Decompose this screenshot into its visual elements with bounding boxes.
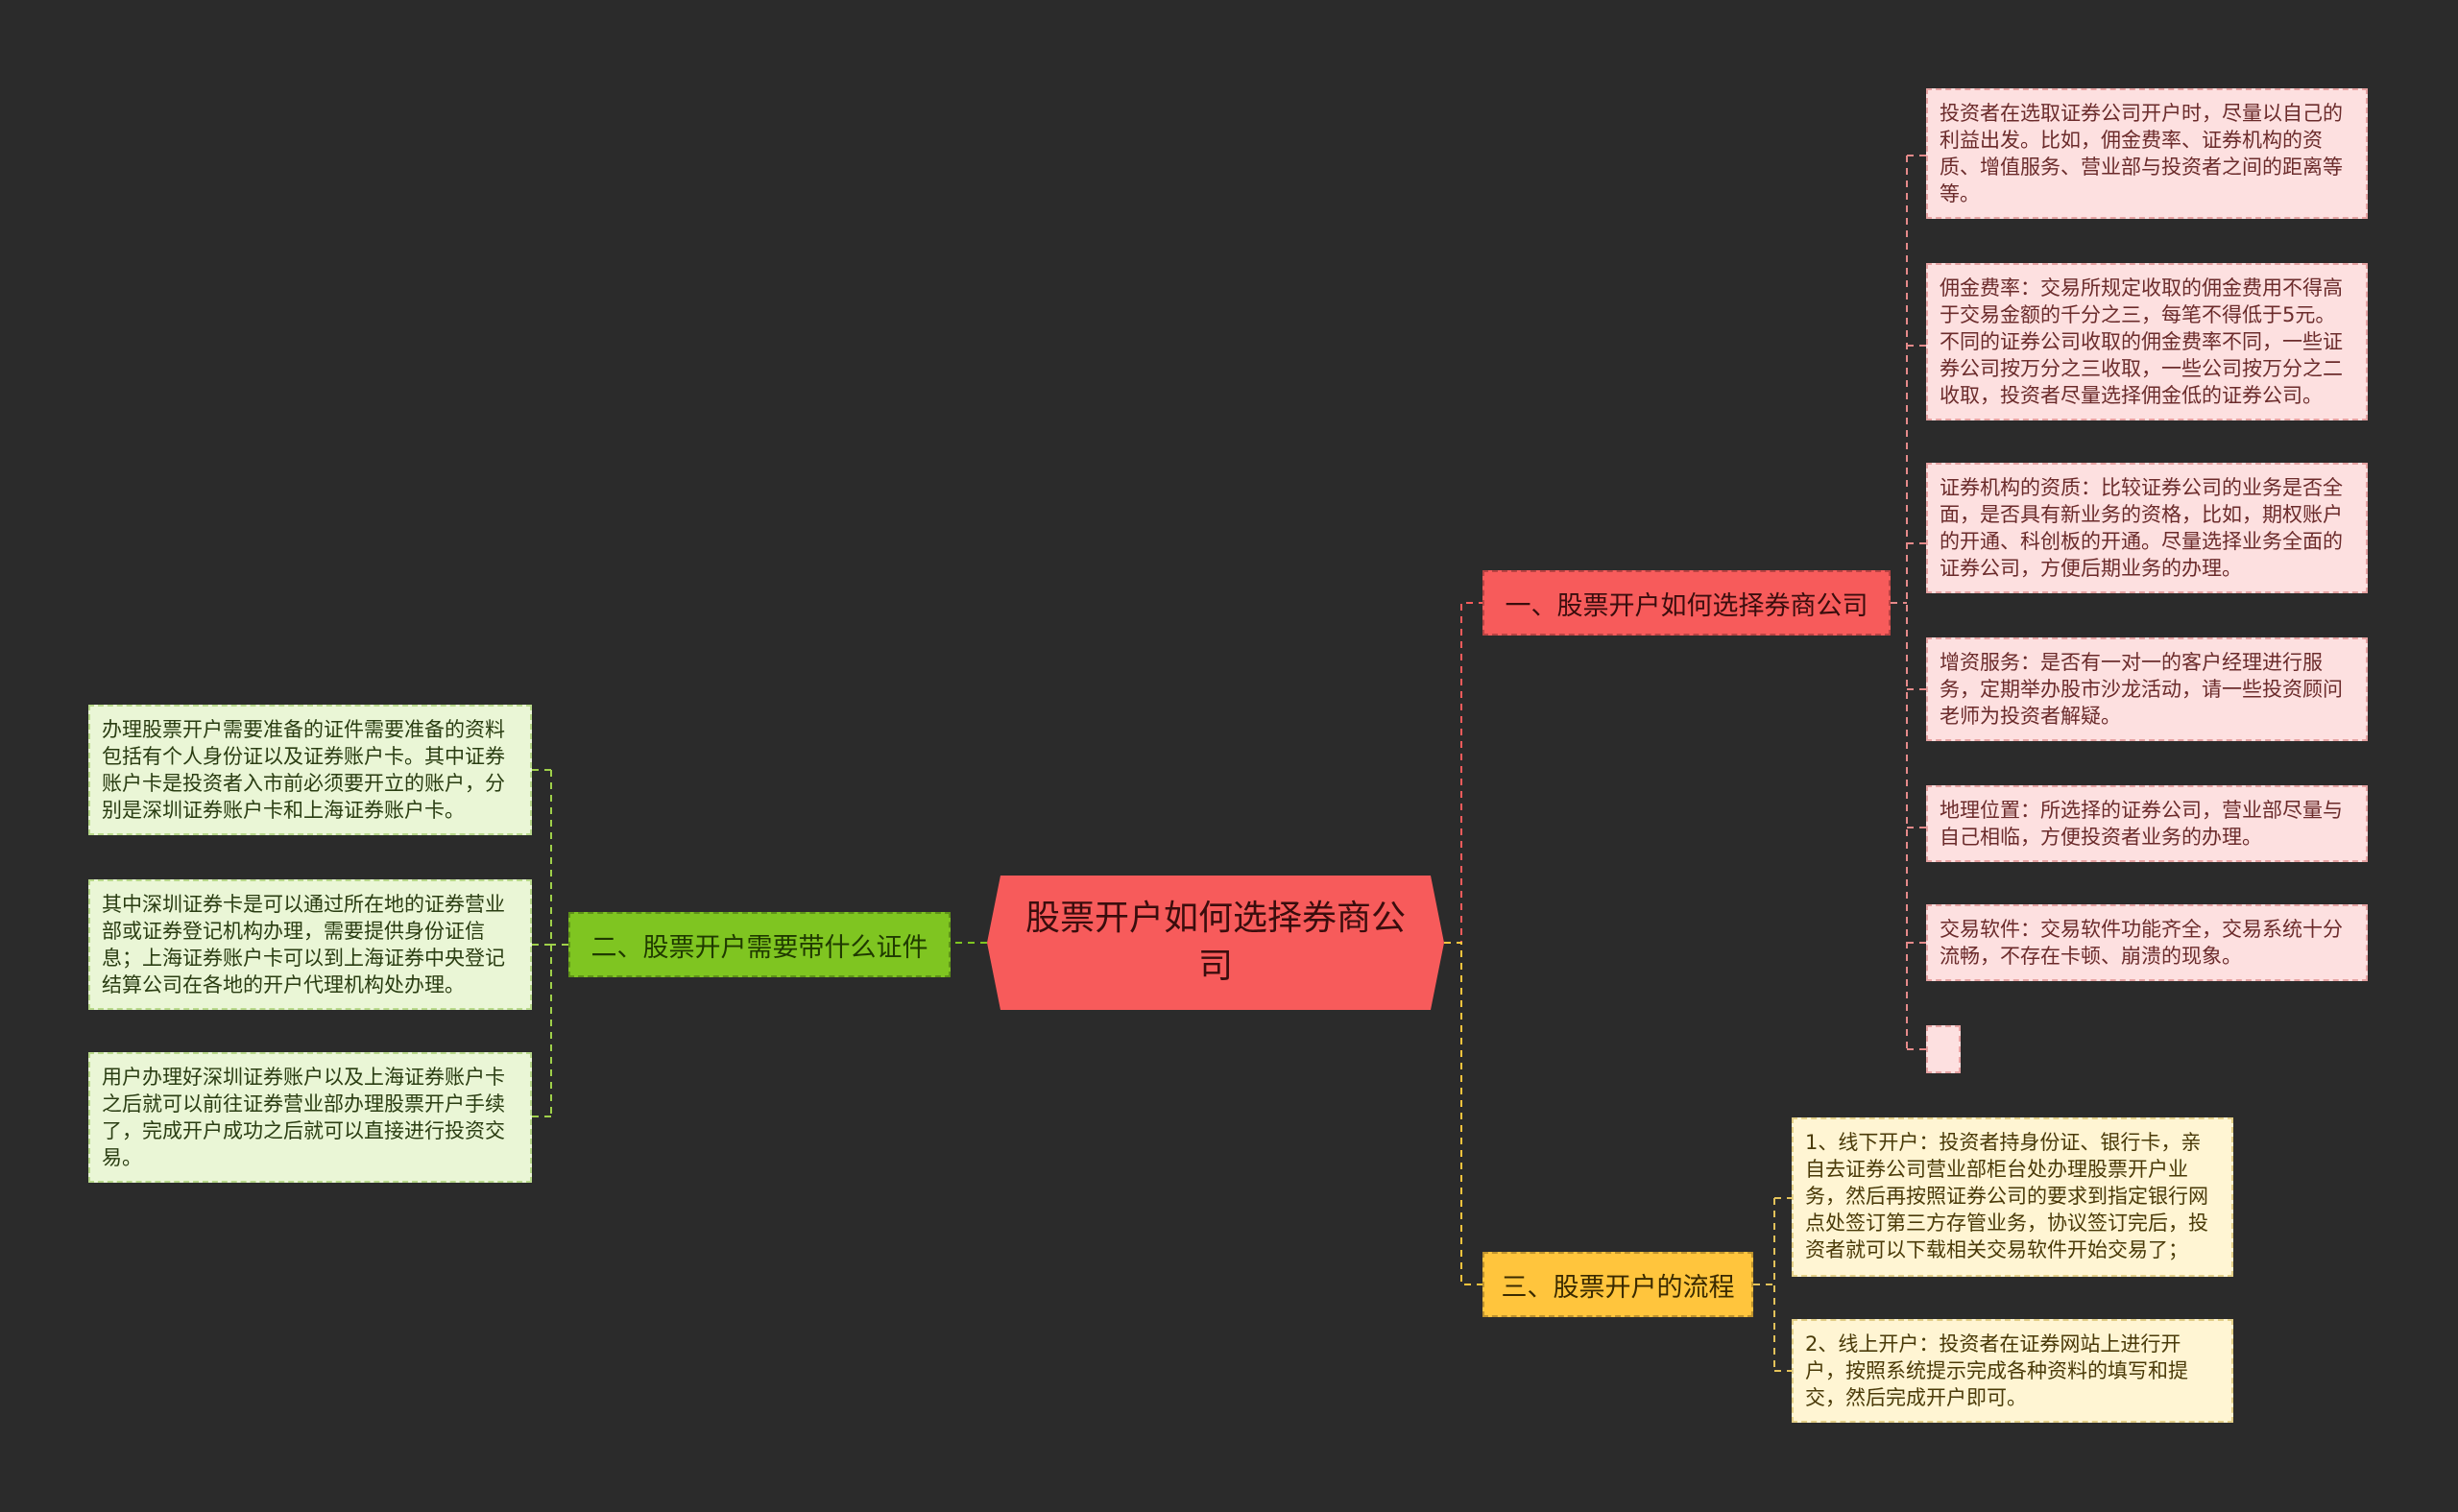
link-root-branch-3 <box>1444 942 1482 1285</box>
leaf-2-1[interactable]: 办理股票开户需要准备的证件需要准备的资料包括有个人身份证以及证券账户卡。其中证券… <box>88 705 532 835</box>
branch-topic-1[interactable]: 一、股票开户如何选择券商公司 <box>1482 570 1891 636</box>
link-branch-1-leaves <box>1891 155 1926 1050</box>
leaf-1-3[interactable]: 证券机构的资质：比较证券公司的业务是否全面，是否具有新业务的资格，比如，期权账户… <box>1926 463 2368 593</box>
leaf-3-2[interactable]: 2、线上开户：投资者在证券网站上进行开户，按照系统提示完成各种资料的填写和提交，… <box>1792 1319 2233 1423</box>
leaf-3-1[interactable]: 1、线下开户：投资者持身份证、银行卡，亲自去证券公司营业部柜台处办理股票开户业务… <box>1792 1117 2233 1277</box>
leaf-1-7-empty[interactable] <box>1926 1025 1961 1073</box>
leaf-1-6[interactable]: 交易软件：交易软件功能齐全，交易系统十分流畅，不存在卡顿、崩溃的现象。 <box>1926 904 2368 981</box>
leaf-1-4[interactable]: 增资服务：是否有一对一的客户经理进行服务，定期举办股市沙龙活动，请一些投资顾问老… <box>1926 637 2368 741</box>
root-topic[interactable]: 股票开户如何选择券商公司 <box>987 876 1444 1010</box>
leaf-1-2[interactable]: 佣金费率：交易所规定收取的佣金费用不得高于交易金额的千分之三，每笔不得低于5元。… <box>1926 263 2368 420</box>
leaf-1-1[interactable]: 投资者在选取证券公司开户时，尽量以自己的利益出发。比如，佣金费率、证券机构的资质… <box>1926 88 2368 219</box>
link-branch-2-leaves <box>532 769 568 1117</box>
branch-topic-2[interactable]: 二、股票开户需要带什么证件 <box>568 912 951 977</box>
leaf-1-5[interactable]: 地理位置：所选择的证券公司，营业部尽量与自己相临，方便投资者业务的办理。 <box>1926 785 2368 862</box>
leaf-2-2[interactable]: 其中深圳证券卡是可以通过所在地的证券营业部或证券登记机构办理，需要提供身份证信息… <box>88 879 532 1010</box>
link-root-branch-1 <box>1444 602 1482 944</box>
branch-topic-3[interactable]: 三、股票开户的流程 <box>1482 1252 1753 1317</box>
link-branch-3-leaves <box>1753 1197 1792 1372</box>
leaf-2-3[interactable]: 用户办理好深圳证券账户以及上海证券账户卡之后就可以前往证券营业部办理股票开户手续… <box>88 1052 532 1183</box>
